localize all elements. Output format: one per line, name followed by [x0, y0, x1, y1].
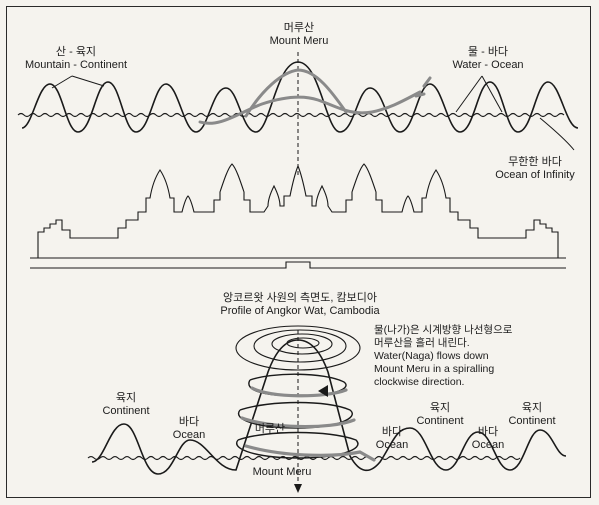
- continent-left-en: Continent: [102, 405, 150, 417]
- water-ko: 물 - 바다: [467, 46, 509, 58]
- angkor-caption-ko: 앙코르왓 사원의 측면도, 캄보디아: [223, 292, 377, 304]
- mountain-continent-label: 산 - 육지 Mountain - Continent: [25, 46, 127, 72]
- continent-left-label: 육지 Continent: [102, 392, 149, 418]
- meru-en-bottom: Mount Meru: [252, 466, 312, 478]
- ocean-left-en: Ocean: [172, 429, 206, 441]
- continent-mid-ko: 육지: [429, 402, 451, 414]
- infinity-pointer: [539, 117, 575, 151]
- water-pointer-1: [455, 75, 483, 113]
- water-pointer-2: [481, 75, 503, 113]
- mountain-ko: 산 - 육지: [55, 46, 97, 58]
- mountain-pointer-1: [51, 75, 73, 89]
- ocean-right-en: Ocean: [471, 439, 505, 451]
- naga-spiral-top: [235, 325, 361, 371]
- naga-note-ko-1: 물(나가)은 시계방향 나선형으로: [374, 324, 513, 336]
- mountain-ocean-wave: [21, 61, 579, 133]
- continent-left-ko: 육지: [115, 392, 137, 404]
- ocean-mid-ko: 바다: [381, 426, 403, 438]
- meru-spiral-sketch: [198, 68, 432, 125]
- axis-arrow-head: [294, 484, 302, 493]
- infinity-label: 무한한 바다 Ocean of Infinity: [495, 156, 575, 182]
- water-ocean-label: 물 - 바다 Water - Ocean: [452, 46, 523, 72]
- ocean-mid-label: 바다 Ocean: [376, 426, 408, 452]
- meru-en-top: Mount Meru: [269, 35, 329, 47]
- ocean-mid-en: Ocean: [375, 439, 409, 451]
- meru-label-top: 머루산 Mount Meru: [270, 22, 329, 48]
- angkor-wat-profile: [37, 163, 559, 258]
- naga-note-en-3: clockwise direction.: [374, 376, 465, 388]
- water-en: Water - Ocean: [452, 59, 524, 71]
- angkor-caption: 앙코르왓 사원의 측면도, 캄보디아 Profile of Angkor Wat…: [220, 292, 379, 318]
- water-surface-line: [17, 112, 565, 118]
- meru-ko-bottom: 머루산: [254, 423, 286, 435]
- bottom-continent-wave: [91, 339, 567, 475]
- naga-note: 물(나가)은 시계방향 나선형으로 머루산을 흘러 내린다. Water(Nag…: [374, 324, 512, 389]
- meru-label-bottom-en: Mount Meru: [253, 466, 312, 479]
- continent-right-en: Continent: [508, 415, 556, 427]
- diagram-frame: [6, 6, 591, 498]
- ocean-left-ko: 바다: [178, 416, 200, 428]
- continent-right-ko: 육지: [521, 402, 543, 414]
- naga-note-ko-2: 머루산을 흘러 내린다.: [374, 337, 470, 349]
- infinity-ko: 무한한 바다: [508, 156, 562, 168]
- continent-mid-en: Continent: [416, 415, 464, 427]
- meru-ko-top: 머루산: [283, 22, 315, 34]
- ocean-right-label: 바다 Ocean: [472, 426, 504, 452]
- meru-label-bottom-ko: 머루산: [255, 423, 285, 436]
- ocean-right-ko: 바다: [477, 426, 499, 438]
- spiral-arrow-head: [318, 385, 328, 397]
- naga-note-en-1: Water(Naga) flows down: [374, 350, 489, 362]
- mountain-pointer-2: [71, 75, 105, 87]
- continent-mid-label: 육지 Continent: [416, 402, 463, 428]
- angkor-caption-en: Profile of Angkor Wat, Cambodia: [220, 305, 380, 317]
- naga-spiral-gray: [240, 386, 376, 462]
- ocean-left-label: 바다 Ocean: [173, 416, 205, 442]
- naga-note-en-2: Mount Meru in a spiralling: [374, 363, 495, 375]
- infinity-en: Ocean of Infinity: [495, 169, 575, 181]
- angkor-causeway: [30, 261, 566, 269]
- mountain-en: Mountain - Continent: [24, 59, 128, 71]
- continent-right-label: 육지 Continent: [508, 402, 555, 428]
